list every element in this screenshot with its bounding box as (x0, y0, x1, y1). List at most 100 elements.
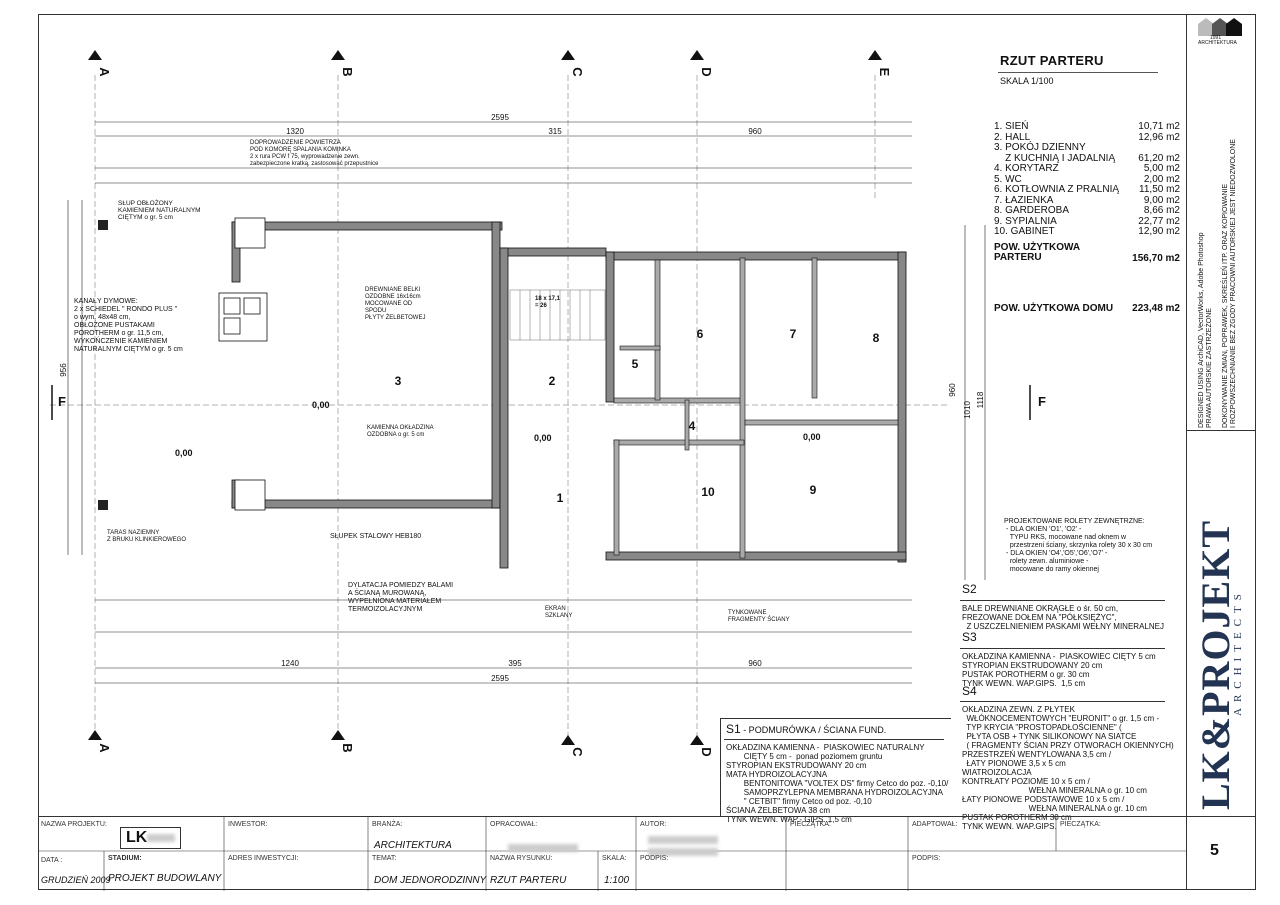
logo-sub: ARCHITEKTURA (1198, 40, 1237, 46)
note-pillar: SŁUP OBŁOŻONY KAMIENIEM NATURALNYM CIĘTY… (118, 200, 201, 221)
room-4: 4 (689, 419, 696, 433)
label-investor: INWESTOR: (228, 821, 268, 828)
page-number: 5 (1210, 842, 1219, 859)
label-prepared: OPRACOWAŁ: (490, 821, 538, 828)
note-shutters: PROJEKTOWANE ROLETY ZEWNĘTRZNE: - DLA OK… (1004, 518, 1153, 573)
level-bedroom: 0,00 (803, 432, 821, 442)
side-panel (1186, 14, 1257, 890)
dim-top-1: 1320 (286, 127, 304, 136)
label-stamp-2: PIECZĄTKA: (1060, 821, 1101, 828)
studio-logo-icon (1198, 18, 1242, 36)
drawing-sheet (38, 14, 1256, 890)
logo-year: 1991 (1210, 35, 1222, 41)
label-stage: STADIUM: (108, 855, 142, 862)
note-plaster-fragments: TYNKOWANE FRAGMENTY ŚCIANY (728, 610, 790, 623)
axis-a-top: A (97, 67, 112, 77)
value-date: GRUDZIEŃ 2009 (41, 875, 111, 885)
note-smoke-channels: KANAŁY DYMOWE: 2 x SCHIEDEL " RONDO PLUS… (74, 298, 183, 353)
note-glass-screen: EKRAN SZKLANY (545, 606, 573, 619)
spec-s3-body: OKŁADZINA KAMIENNA - PIASKOWIEC CIĘTY 5 … (962, 652, 1156, 688)
spec-s1-body: OKŁADZINA KAMIENNA - PIASKOWIEC NATURALN… (726, 743, 949, 824)
rights-note: PRAWA AUTORSKIE ZASTRZEŻONE (1206, 308, 1213, 428)
legend-row: 3. POKÓJ DZIENNY (994, 142, 1086, 153)
label-sign-2: PODPIS: (912, 855, 941, 862)
note-terrace: TARAS NAZIEMNY Z BRUKU KLINKIEROWEGO (107, 530, 187, 543)
dim-total-bottom: 2595 (491, 674, 509, 683)
spec-s2-body: BALE DREWNIANE OKRĄGŁE o śr. 50 cm, FREZ… (962, 604, 1164, 631)
level-terrace: 0,00 (175, 448, 193, 458)
spec-s4-body: OKŁADZINA ZEWN. Z PŁYTEK WŁÓKNOCEMENTOWY… (962, 705, 1174, 831)
label-sign: PODPIS: (640, 855, 669, 862)
room-5: 5 (632, 357, 639, 371)
spec-s1-title: S1 - PODMURÓWKA / ŚCIANA FUND. (726, 722, 887, 736)
value-stage: PROJEKT BUDOWLANY (108, 873, 222, 884)
section-f-right: F (1038, 394, 1046, 409)
label-subject: TEMAT: (372, 855, 397, 862)
room-9: 9 (810, 483, 817, 497)
label-date: DATA : (41, 857, 63, 864)
software-note: DESIGNED USING ArchiCAD, VectorWorks, Ad… (1198, 232, 1205, 428)
value-branch: ARCHITEKTURA (374, 840, 452, 851)
title-block: NAZWA PROJEKTU: LK INWESTOR: BRANŻA: ARC… (38, 816, 1186, 891)
level-living: 0,00 (312, 400, 330, 410)
dim-total-top: 2595 (491, 113, 509, 122)
note-dilatation: DYLATACJA POMIEDZY BALAMI A ŚCIANĄ MUROW… (348, 582, 454, 613)
axis-c-bottom: C (570, 747, 585, 757)
dim-bottom-2: 395 (508, 659, 522, 668)
axis-b-top: B (340, 67, 355, 76)
level-hall: 0,00 (534, 433, 552, 443)
label-project-name: NAZWA PROJEKTU: (41, 821, 107, 828)
axis-e-top: E (877, 68, 892, 77)
note-stairs: 18 x 17,1 = 26 (535, 296, 561, 309)
note-beams: DREWNIANE BELKI OZDOBNE 16x16cm MOCOWANE… (365, 287, 426, 321)
label-drawing: NAZWA RYSUNKU: (490, 855, 553, 862)
axis-a-bottom: A (97, 743, 112, 753)
room-2: 2 (549, 374, 556, 388)
axis-markers (51, 50, 1031, 745)
label-stamp: PIECZĄTKA: (790, 821, 831, 828)
copy-note-2: I ROZPOWSZECHNIANIE BEZ ZGODY PRACOWNI A… (1230, 139, 1237, 428)
dim-right-inner: 1010 (963, 401, 972, 419)
room-8: 8 (873, 331, 880, 345)
label-branch: BRANŻA: (372, 821, 403, 828)
spec-s3-head: S3 (962, 630, 977, 644)
axis-d-bottom: D (699, 747, 714, 756)
dim-right-height: 1118 (976, 391, 985, 408)
spec-s2-head: S2 (962, 582, 977, 596)
room-1: 1 (557, 491, 564, 505)
room-6: 6 (697, 327, 704, 341)
room-7: 7 (790, 327, 797, 341)
label-adapted: ADAPTOWAŁ: (912, 821, 958, 828)
dim-top-2: 315 (548, 127, 562, 136)
value-subject: DOM JEDNORODZINNY (374, 875, 487, 886)
dim-right-mid: 960 (948, 383, 957, 397)
spec-s4-head: S4 (962, 684, 977, 698)
room-10: 10 (701, 485, 715, 499)
value-drawing: RZUT PARTERU (490, 875, 567, 886)
label-author: AUTOR: (640, 821, 667, 828)
drawing-title: RZUT PARTERU (1000, 53, 1104, 68)
brand-sub: ARCHITECTS (1232, 588, 1244, 716)
drawing-scale: SKALA 1/100 (1000, 76, 1054, 86)
axis-d-top: D (699, 67, 714, 76)
value-scale: 1:100 (604, 875, 630, 886)
axis-c-top: C (570, 67, 585, 77)
dim-left-height: 956 (59, 363, 68, 377)
dim-top-3: 960 (748, 127, 762, 136)
room-3: 3 (395, 374, 402, 388)
note-stone: KAMIENNA OKŁADZINA OZDOBNA o gr. 5 cm (367, 425, 434, 438)
dim-bottom-3: 960 (748, 659, 762, 668)
